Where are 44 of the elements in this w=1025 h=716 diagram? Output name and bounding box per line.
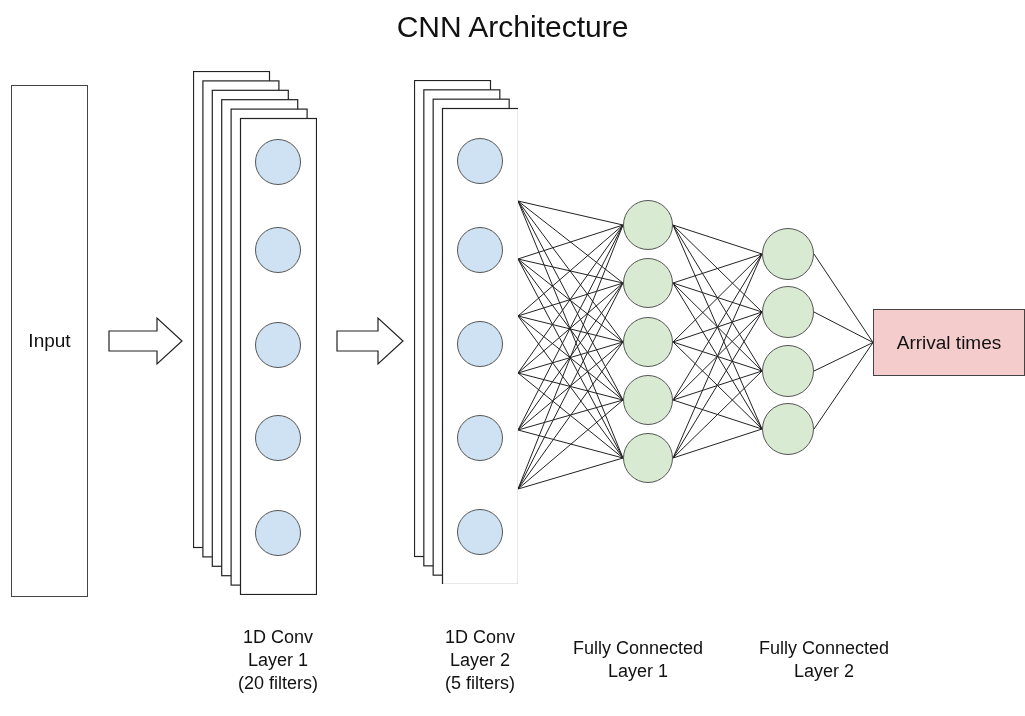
layer-caption: 1D Conv Layer 2 (5 filters) [444, 626, 516, 695]
connection-line [672, 341, 763, 372]
connection-line [813, 342, 874, 372]
connection-line [672, 311, 763, 343]
connection-line [672, 224, 763, 372]
connection-line [672, 370, 763, 401]
block-arrow [336, 316, 404, 366]
neuron-circle [623, 258, 673, 308]
input-box [11, 85, 88, 597]
connection-line [672, 282, 763, 372]
neuron-circle [623, 200, 673, 250]
connection-line [813, 311, 874, 343]
connection-line [672, 224, 763, 255]
layer-caption: Fully Connected Layer 1 [571, 637, 705, 683]
connection-line [672, 253, 763, 284]
layer-caption: Fully Connected Layer 2 [757, 637, 891, 683]
neuron-circle [623, 375, 673, 425]
connection-line [672, 253, 763, 343]
connection-line [672, 341, 763, 430]
connection-line [672, 370, 763, 459]
neuron-circle [762, 345, 814, 397]
filter-stack [193, 71, 317, 595]
block-arrow [108, 316, 183, 366]
connection-line [672, 282, 763, 430]
node-label: Input [28, 330, 71, 352]
neuron-circle [762, 228, 814, 280]
connection-line [813, 253, 874, 343]
connection-line [672, 253, 763, 401]
neuron-circle [762, 286, 814, 338]
connection-line [672, 399, 763, 430]
connection-line [813, 342, 874, 430]
connection-line [672, 428, 763, 459]
neuron-circle [623, 433, 673, 483]
neuron-circle [623, 317, 673, 367]
filter-stack [414, 80, 518, 584]
connection-line [672, 311, 763, 459]
node-label: Arrival times [896, 331, 1002, 354]
connection-line [672, 311, 763, 401]
connection-line [672, 224, 763, 313]
neuron-circle [762, 403, 814, 455]
layer-caption: 1D Conv Layer 1 (20 filters) [237, 626, 319, 695]
diagram-title: CNN Architecture [395, 10, 630, 44]
output-box [873, 309, 1025, 376]
connection-line [672, 282, 763, 313]
